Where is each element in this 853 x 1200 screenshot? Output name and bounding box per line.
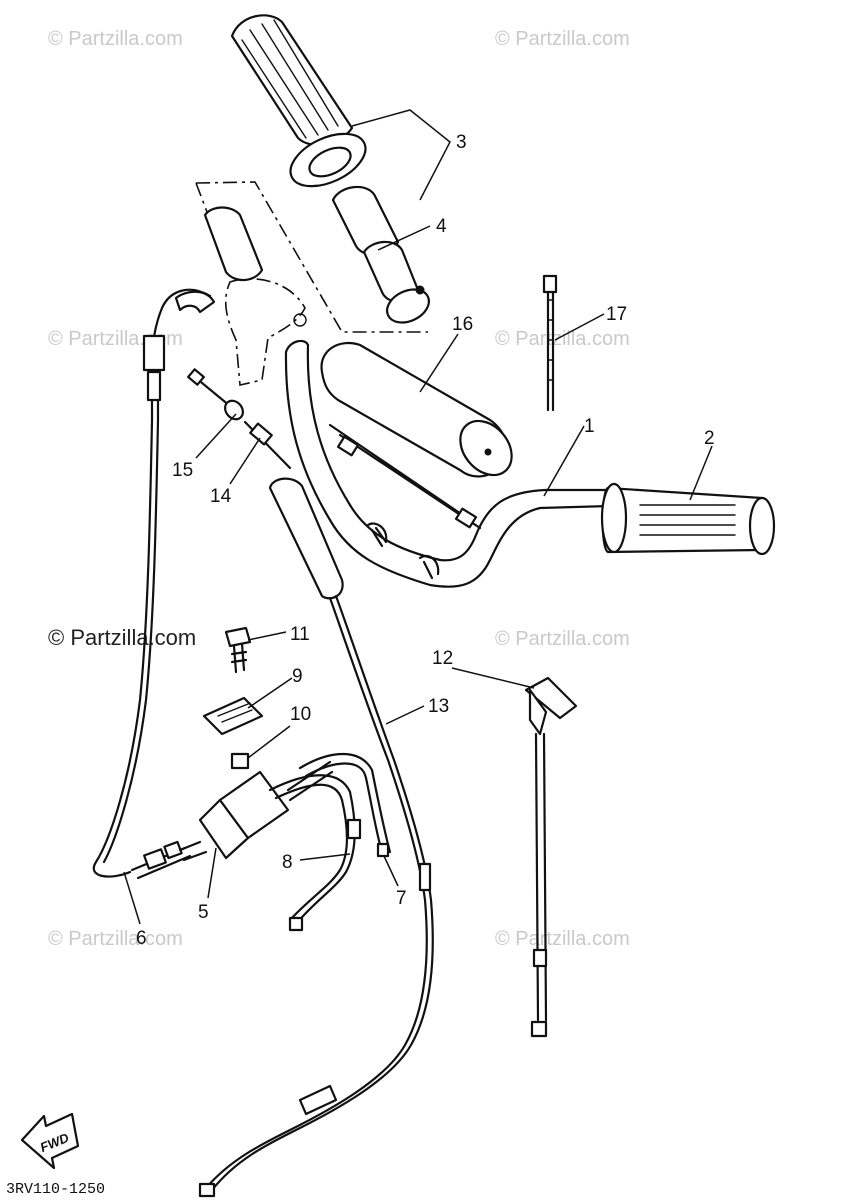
callout-10[interactable]: 10: [290, 704, 311, 725]
callout-5[interactable]: 5: [198, 902, 209, 923]
callout-11[interactable]: 11: [290, 624, 310, 645]
callout-12[interactable]: 12: [432, 648, 453, 669]
part-8-cable[interactable]: [268, 774, 362, 932]
callout-15[interactable]: 15: [172, 460, 193, 481]
part-7-cable[interactable]: [298, 752, 392, 858]
watermark-text: © Partzilla.com: [48, 28, 183, 50]
assembly-group-outline: [195, 181, 428, 333]
callouts: 1 2 3 4 5 6 7 8 9 10 11 12 13 14 15 16 1…: [136, 132, 715, 949]
watermark-text: © Partzilla.com: [495, 28, 630, 50]
part-14-adjuster-nut[interactable]: [243, 420, 292, 470]
part-16-handlebar-pad[interactable]: [320, 341, 523, 485]
leader-lines: [123, 109, 713, 925]
callout-7[interactable]: 7: [396, 888, 407, 909]
part-17-cable-tie[interactable]: [542, 274, 558, 412]
callout-1[interactable]: 1: [584, 416, 595, 437]
watermark-layer: © Partzilla.com © Partzilla.com © Partzi…: [48, 28, 630, 950]
callout-6[interactable]: 6: [136, 928, 147, 949]
part-13-lever-cable[interactable]: [198, 477, 434, 1198]
callout-17[interactable]: 17: [606, 304, 627, 325]
watermark-text: © Partzilla.com: [48, 928, 183, 950]
callout-8[interactable]: 8: [282, 852, 293, 873]
part-6-throttle-cable[interactable]: [92, 288, 216, 880]
throttle-housing-outline: [224, 278, 306, 386]
watermark-text: © Partzilla.com: [495, 328, 630, 350]
watermark-text: © Partzilla.com: [495, 928, 630, 950]
callout-4[interactable]: 4: [436, 216, 447, 237]
part-11-bolt[interactable]: [224, 626, 252, 674]
callout-16[interactable]: 16: [452, 314, 473, 335]
callout-3[interactable]: 3: [456, 132, 467, 153]
fwd-direction-arrow: FWD: [20, 1112, 80, 1170]
handlebar-end-left: [203, 206, 264, 282]
part-12-cable[interactable]: [524, 676, 578, 1038]
watermark-text-strong: © Partzilla.com: [48, 625, 196, 650]
callout-2[interactable]: 2: [704, 428, 715, 449]
callout-14[interactable]: 14: [210, 486, 232, 507]
callout-13[interactable]: 13: [428, 696, 449, 717]
part-3-grip-assembly[interactable]: [230, 14, 374, 196]
callout-9[interactable]: 9: [292, 666, 303, 687]
part-15-adjuster[interactable]: [187, 368, 246, 422]
diagram-code: 3RV110-1250: [6, 1181, 105, 1198]
part-9-plate[interactable]: [202, 696, 264, 736]
watermark-text: © Partzilla.com: [495, 628, 630, 650]
part-4-throttle-sleeve[interactable]: [331, 186, 434, 329]
part-2-left-grip[interactable]: [600, 482, 776, 556]
part-10-clip[interactable]: [230, 752, 250, 770]
part-1-handlebar[interactable]: [284, 339, 612, 588]
